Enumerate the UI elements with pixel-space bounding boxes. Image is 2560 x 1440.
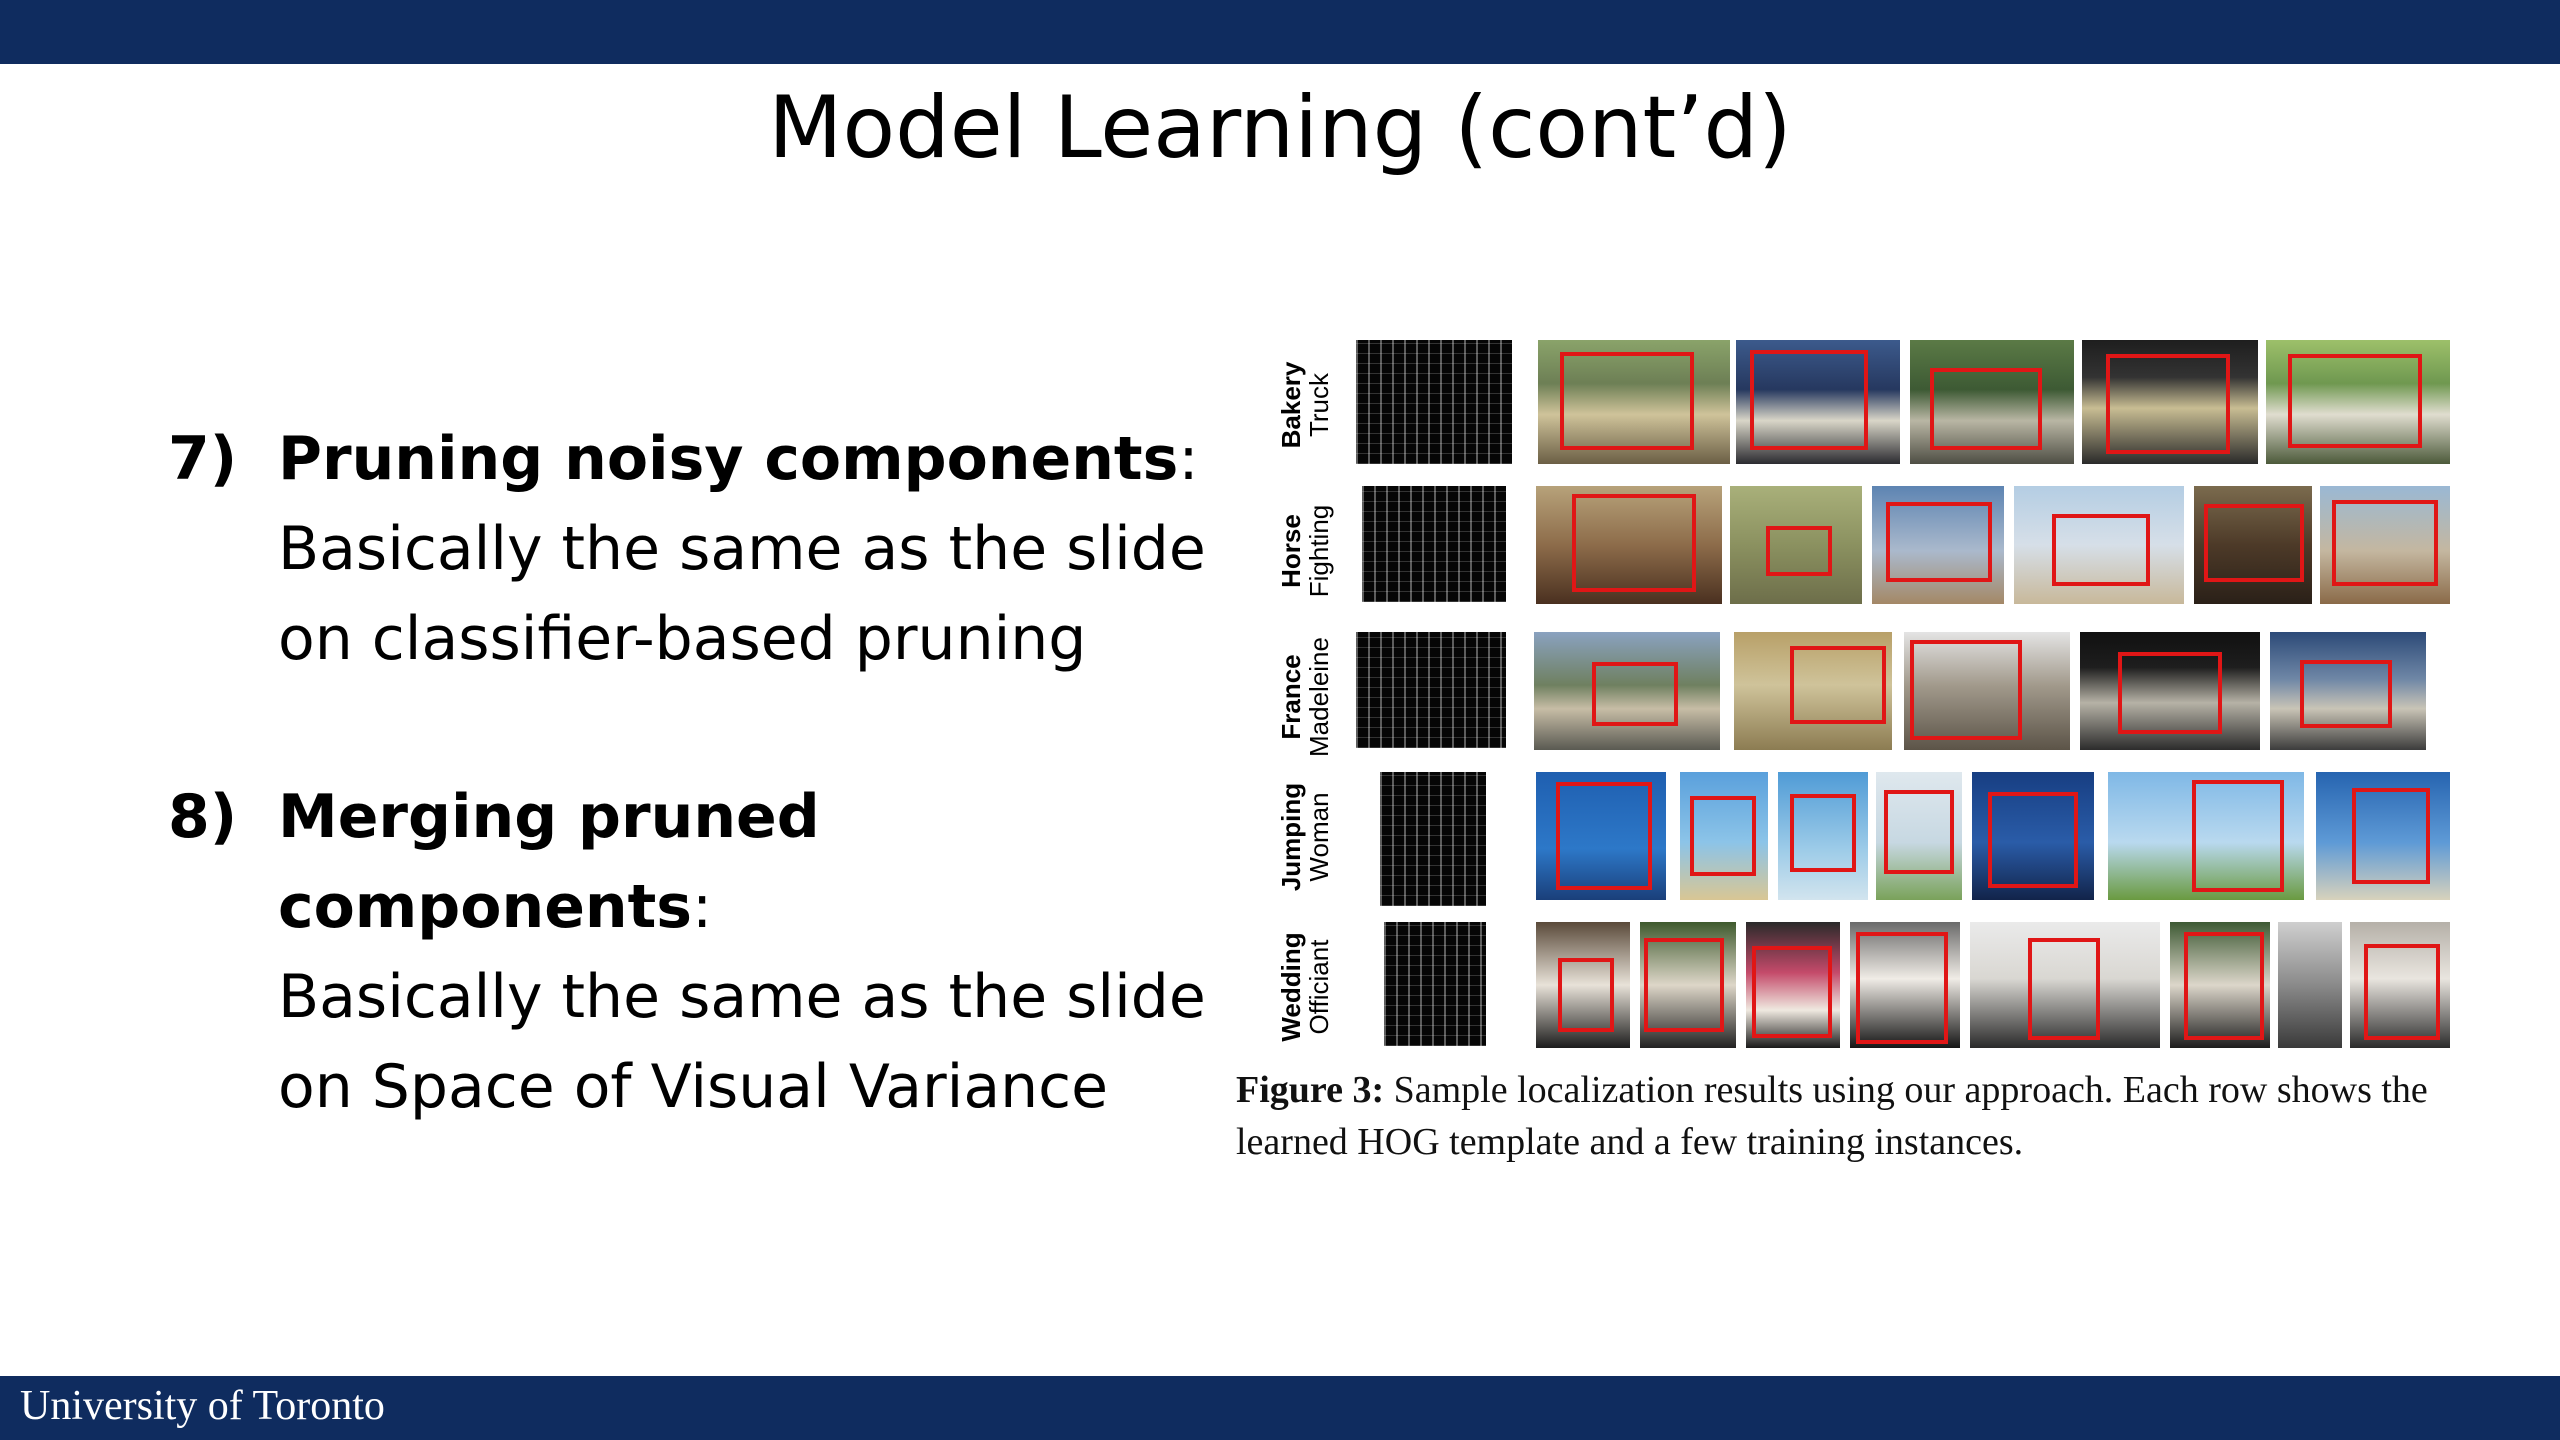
training-thumbnail (2270, 632, 2426, 750)
training-thumbnail (1970, 922, 2160, 1048)
training-thumbnail (2320, 486, 2450, 604)
item-heading: Merging pruned components (278, 782, 820, 942)
top-bar (0, 0, 2560, 64)
item-number: 8) (168, 782, 238, 852)
training-thumbnail (2350, 922, 2450, 1048)
training-thumbnail (1850, 922, 1960, 1048)
training-thumbnail (1872, 486, 2004, 604)
training-thumbnail (2170, 922, 2270, 1048)
training-thumbnail (1904, 632, 2070, 750)
training-thumbnail (1876, 772, 1962, 900)
training-thumbnail (1640, 922, 1736, 1048)
item-line: on Space of Visual Variance (278, 1052, 1109, 1122)
hog-template (1356, 340, 1512, 464)
training-thumbnail (2108, 772, 2304, 900)
hog-template (1380, 772, 1486, 906)
item-colon: : (692, 872, 713, 942)
bottom-bar: University of Toronto (0, 1376, 2560, 1440)
training-thumbnail (1972, 772, 2094, 900)
training-thumbnail (1680, 772, 1768, 900)
training-thumbnail (1730, 486, 1862, 604)
hog-template (1362, 486, 1506, 602)
list-item-7: 7) Pruning noisy components: Basically t… (168, 414, 1228, 684)
training-thumbnail (1534, 632, 1720, 750)
training-thumbnail (1538, 340, 1730, 464)
training-thumbnail (1536, 486, 1722, 604)
item-line: Basically the same as the slide (278, 962, 1206, 1032)
training-thumbnail (2014, 486, 2184, 604)
caption-label: Figure 3: (1236, 1069, 1385, 1111)
item-line: Basically the same as the slide (278, 514, 1206, 584)
training-thumbnail (2080, 632, 2260, 750)
training-thumbnail (2316, 772, 2450, 900)
training-thumbnail (1736, 340, 1900, 464)
training-thumbnail (2194, 486, 2312, 604)
figure-caption: Figure 3: Sample localization results us… (1236, 1064, 2456, 1168)
footer-institution: University of Toronto (20, 1383, 385, 1429)
item-line: on classifier-based pruning (278, 604, 1087, 674)
training-thumbnail (1746, 922, 1840, 1048)
training-thumbnail (1910, 340, 2074, 464)
hog-template (1356, 632, 1506, 748)
item-number: 7) (168, 424, 238, 494)
training-thumbnail (2278, 922, 2342, 1048)
training-thumbnail (1536, 922, 1630, 1048)
item-colon: : (1178, 424, 1199, 494)
training-thumbnail (2082, 340, 2258, 464)
item-heading: Pruning noisy components (278, 424, 1179, 494)
caption-text: Sample localization results using our ap… (1236, 1069, 2428, 1163)
slide-title: Model Learning (cont’d) (768, 78, 1792, 178)
list-item-8: 8) Merging pruned components: Basically … (168, 772, 1228, 1132)
training-thumbnail (1734, 632, 1892, 750)
hog-template (1384, 922, 1486, 1046)
training-thumbnail (1536, 772, 1666, 900)
training-thumbnail (2266, 340, 2450, 464)
training-thumbnail (1778, 772, 1868, 900)
